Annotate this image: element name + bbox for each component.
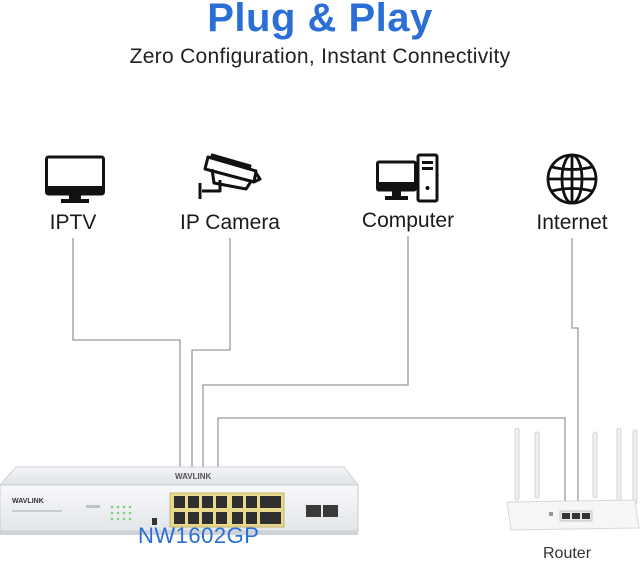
device-label-internet: Internet [536,211,608,234]
camera-icon [198,153,262,199]
device-label-computer: Computer [361,209,455,232]
page-title: Plug & Play [207,0,433,40]
page-subtitle: Zero Configuration, Instant Connectivity [129,45,511,68]
device-label-camera: IP Camera [180,211,280,234]
router-label: Router [543,545,592,562]
switch-model-label: NW1602GP [138,523,260,548]
device-label-iptv: IPTV [49,211,97,234]
switch-top-brand: WAVLINK [175,472,212,481]
switch-router-line [217,417,566,515]
camera-connection-line [191,238,231,480]
computer-connection-line [202,236,409,480]
computer-icon [376,153,439,203]
globe-icon [546,153,598,205]
switch-front-brand: WAVLINK [12,498,44,505]
internet-connection-line [571,238,579,515]
tv-icon [45,155,105,203]
iptv-connection-line [72,238,181,480]
network-switch: WAVLINK WAVLINK [0,466,360,535]
router-icon [506,428,640,531]
